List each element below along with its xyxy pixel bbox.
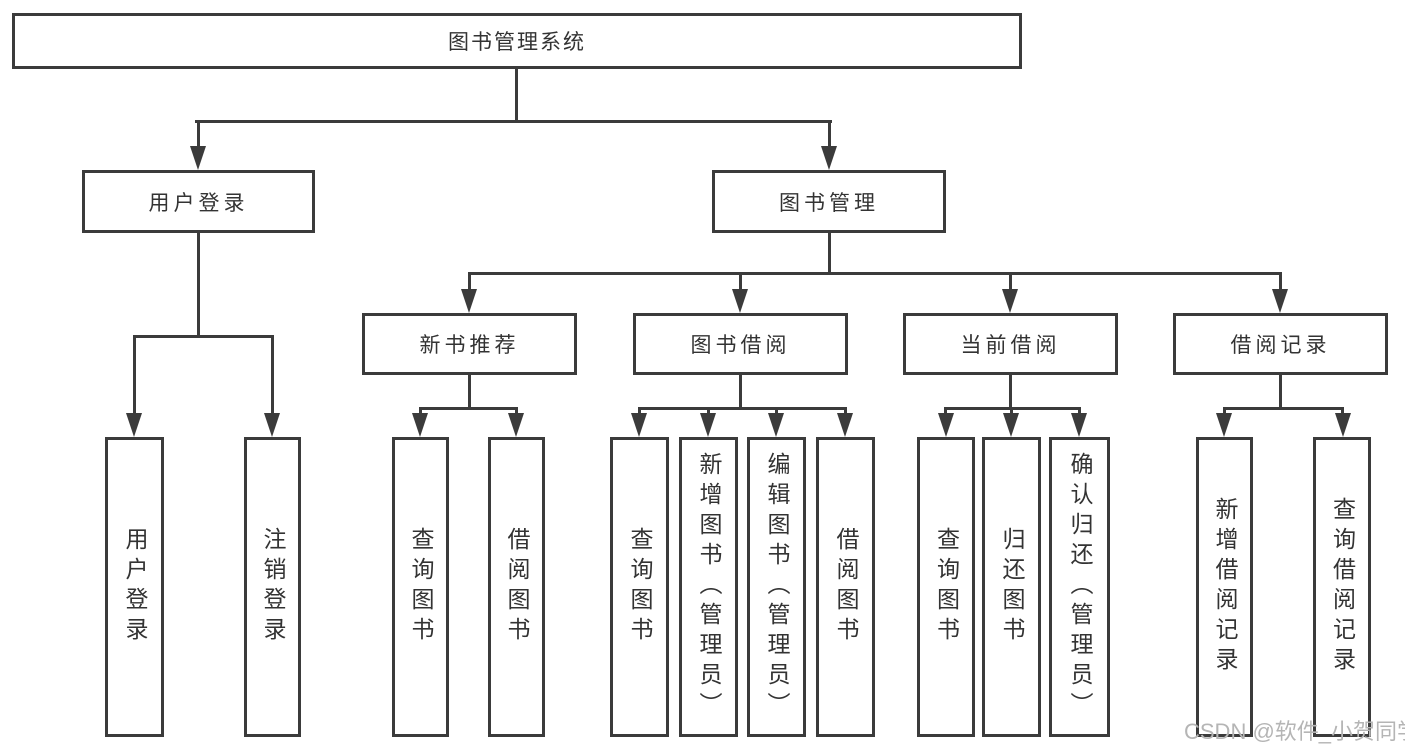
- connector-line: [1009, 272, 1012, 294]
- leaf-query-borrow-record: 查询借阅记录: [1313, 437, 1371, 737]
- leaf-label: 新增图书（管理员）: [696, 452, 722, 722]
- connector-line: [195, 120, 832, 123]
- node-book-management: 图书管理: [712, 170, 946, 233]
- connector-line: [739, 272, 742, 294]
- leaf-label: 确认归还（管理员）: [1067, 452, 1093, 722]
- leaf-label: 归还图书: [999, 527, 1025, 647]
- leaf-label: 查询图书: [933, 527, 960, 647]
- connector-arrowhead: [700, 413, 716, 437]
- connector-arrowhead: [1071, 413, 1087, 437]
- connector-line: [133, 335, 136, 417]
- leaf-label: 注销登录: [260, 527, 286, 647]
- node-borrowing-records: 借阅记录: [1173, 313, 1388, 375]
- node-label: 图书管理: [779, 191, 879, 215]
- leaf-query-books-borrowing: 查询图书: [610, 437, 669, 737]
- leaf-return-books: 归还图书: [982, 437, 1041, 737]
- leaf-label: 编辑图书（管理员）: [764, 452, 790, 722]
- node-library-system: 图书管理系统: [12, 13, 1022, 69]
- leaf-edit-books-admin: 编辑图书（管理员）: [747, 437, 806, 737]
- connector-arrowhead: [1272, 289, 1288, 313]
- connector-line: [133, 335, 274, 338]
- node-current-borrowing: 当前借阅: [903, 313, 1118, 375]
- connector-arrowhead: [1335, 413, 1351, 437]
- connector-line: [468, 272, 1282, 275]
- node-label: 新书推荐: [419, 334, 520, 357]
- leaf-add-borrow-record: 新增借阅记录: [1196, 437, 1253, 737]
- leaf-label: 查询图书: [408, 527, 434, 647]
- connector-line: [739, 374, 742, 409]
- connector-line: [271, 335, 274, 417]
- node-label: 当前借阅: [960, 334, 1061, 357]
- connector-arrowhead: [508, 413, 524, 437]
- node-label: 用户登录: [148, 191, 249, 215]
- watermark: CSDN @软件_小贺同学: [1184, 719, 1405, 744]
- connector-line: [468, 272, 471, 294]
- leaf-confirm-return-admin: 确认归还（管理员）: [1049, 437, 1110, 737]
- leaf-label: 新增借阅记录: [1212, 497, 1238, 677]
- leaf-label: 借阅图书: [504, 527, 530, 647]
- connector-arrowhead: [1002, 289, 1018, 313]
- connector-arrowhead: [1003, 413, 1019, 437]
- leaf-label: 借阅图书: [833, 527, 859, 647]
- connector-arrowhead: [837, 413, 853, 437]
- leaf-label: 查询借阅记录: [1329, 497, 1356, 677]
- connector-line: [1223, 407, 1344, 410]
- connector-line: [1279, 374, 1282, 409]
- leaf-logout: 注销登录: [244, 437, 301, 737]
- node-user-login: 用户登录: [82, 170, 315, 233]
- connector-arrowhead: [190, 146, 206, 170]
- node-label: 图书借阅: [690, 334, 791, 357]
- connector-arrowhead: [126, 413, 142, 437]
- connector-line: [468, 374, 471, 409]
- leaf-query-books-current: 查询图书: [917, 437, 975, 737]
- connector-arrowhead: [412, 413, 428, 437]
- node-new-book-recommend: 新书推荐: [362, 313, 577, 375]
- leaf-query-books-recommend: 查询图书: [392, 437, 449, 737]
- connector-arrowhead: [732, 289, 748, 313]
- connector-arrowhead: [1216, 413, 1232, 437]
- node-label: 借阅记录: [1230, 334, 1331, 357]
- connector-line: [197, 232, 200, 337]
- leaf-label: 查询图书: [627, 527, 653, 647]
- connector-arrowhead: [461, 289, 477, 313]
- connector-line: [828, 232, 831, 275]
- connector-arrowhead: [264, 413, 280, 437]
- leaf-label: 用户登录: [122, 527, 148, 647]
- connector-line: [1279, 272, 1282, 294]
- connector-arrowhead: [821, 146, 837, 170]
- leaf-borrow-books-recommend: 借阅图书: [488, 437, 545, 737]
- connector-line: [828, 120, 831, 150]
- connector-arrowhead: [768, 413, 784, 437]
- connector-line: [419, 407, 518, 410]
- leaf-user-login: 用户登录: [105, 437, 164, 737]
- connector-arrowhead: [938, 413, 954, 437]
- leaf-borrow-books: 借阅图书: [816, 437, 875, 737]
- connector-line: [638, 407, 847, 410]
- node-book-borrowing: 图书借阅: [633, 313, 848, 375]
- connector-line: [515, 68, 518, 123]
- connector-arrowhead: [631, 413, 647, 437]
- node-label: 图书管理系统: [448, 31, 586, 54]
- connector-line: [1009, 374, 1012, 409]
- connector-line: [197, 120, 200, 150]
- leaf-add-books-admin: 新增图书（管理员）: [679, 437, 738, 737]
